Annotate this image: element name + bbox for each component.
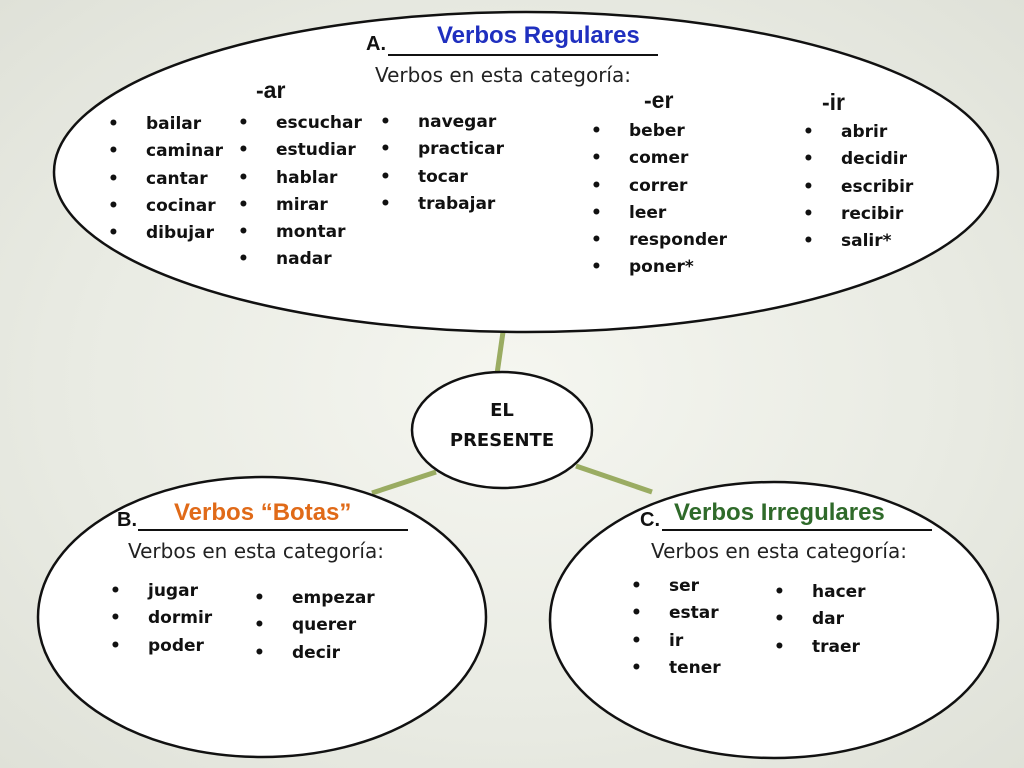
verb-item: correr	[591, 173, 727, 201]
verb-item: escribir	[803, 174, 913, 202]
group-ar-label: -ar	[256, 77, 286, 103]
verb-item: hablar	[238, 165, 362, 193]
verb-item: cantar	[108, 166, 223, 194]
verb-item: navegar	[380, 109, 504, 137]
connector-right	[575, 463, 653, 495]
verb-item: dormir	[110, 605, 212, 633]
irregulares-verbs-col-2: hacer dar traer	[774, 579, 866, 661]
ar-verbs-col-1: bailar caminar cantar cocinar dibujar	[108, 111, 223, 248]
verb-item: ser	[631, 573, 721, 601]
verb-item: decidir	[803, 146, 913, 174]
botas-letter: B.	[117, 509, 137, 531]
verb-item: cocinar	[108, 193, 223, 221]
verb-item: trabajar	[380, 191, 504, 219]
regulares-blank-line	[388, 54, 658, 56]
group-er-label: -er	[644, 87, 674, 113]
group-ir-label: -ir	[822, 89, 845, 115]
verb-item: bailar	[108, 111, 223, 139]
irregulares-blank-line	[662, 529, 932, 531]
verb-item: practicar	[380, 136, 504, 164]
verb-item: empezar	[254, 585, 375, 613]
verb-item: ir	[631, 628, 721, 656]
center-label: EL PRESENTE	[432, 396, 572, 456]
irregulares-letter: C.	[640, 509, 660, 531]
regulares-title: Verbos Regulares	[437, 22, 640, 49]
verb-item: estudiar	[238, 137, 362, 165]
irregulares-title: Verbos Irregulares	[674, 499, 885, 526]
verb-item: recibir	[803, 201, 913, 229]
irregulares-subtitle: Verbos en esta categoría:	[651, 539, 907, 563]
verb-item: poner*	[591, 254, 727, 282]
ellipse-presente	[410, 370, 594, 490]
verb-item: decir	[254, 640, 375, 668]
verb-item: tocar	[380, 164, 504, 192]
verb-item: jugar	[110, 578, 212, 606]
verb-item: dar	[774, 606, 866, 634]
ir-verbs: abrir decidir escribir recibir salir*	[803, 119, 913, 256]
verb-item: responder	[591, 227, 727, 255]
connector-left	[371, 469, 437, 496]
botas-subtitle: Verbos en esta categoría:	[128, 539, 384, 563]
botas-verbs-col-2: empezar querer decir	[254, 585, 375, 667]
regulares-subtitle: Verbos en esta categoría:	[375, 63, 631, 87]
verb-item: poder	[110, 633, 212, 661]
verb-item: estar	[631, 600, 721, 628]
verb-item: hacer	[774, 579, 866, 607]
botas-title: Verbos “Botas”	[174, 499, 352, 526]
verb-item: abrir	[803, 119, 913, 147]
verb-item: traer	[774, 634, 866, 662]
irregulares-verbs-col-1: ser estar ir tener	[631, 573, 721, 682]
verb-item: escuchar	[238, 110, 362, 138]
verb-item: comer	[591, 145, 727, 173]
center-label-line-1: EL	[490, 400, 514, 421]
verb-item: beber	[591, 118, 727, 146]
botas-verbs-col-1: jugar dormir poder	[110, 578, 212, 660]
regulares-letter: A.	[366, 33, 386, 55]
verb-item: dibujar	[108, 220, 223, 248]
verb-item: nadar	[238, 246, 362, 274]
verb-item: tener	[631, 655, 721, 683]
verb-item: querer	[254, 612, 375, 640]
verb-item: montar	[238, 219, 362, 247]
connector-top	[494, 331, 506, 375]
verb-item: mirar	[238, 192, 362, 220]
center-label-line-2: PRESENTE	[449, 430, 555, 451]
ar-verbs-col-2: escuchar estudiar hablar mirar montar na…	[238, 110, 362, 274]
er-verbs: beber comer correr leer responder poner*	[591, 118, 727, 282]
verb-item: leer	[591, 200, 727, 228]
ar-verbs-col-3: navegar practicar tocar trabajar	[380, 109, 504, 218]
verb-item: caminar	[108, 138, 223, 166]
botas-blank-line	[138, 529, 408, 531]
verb-item: salir*	[803, 228, 913, 256]
